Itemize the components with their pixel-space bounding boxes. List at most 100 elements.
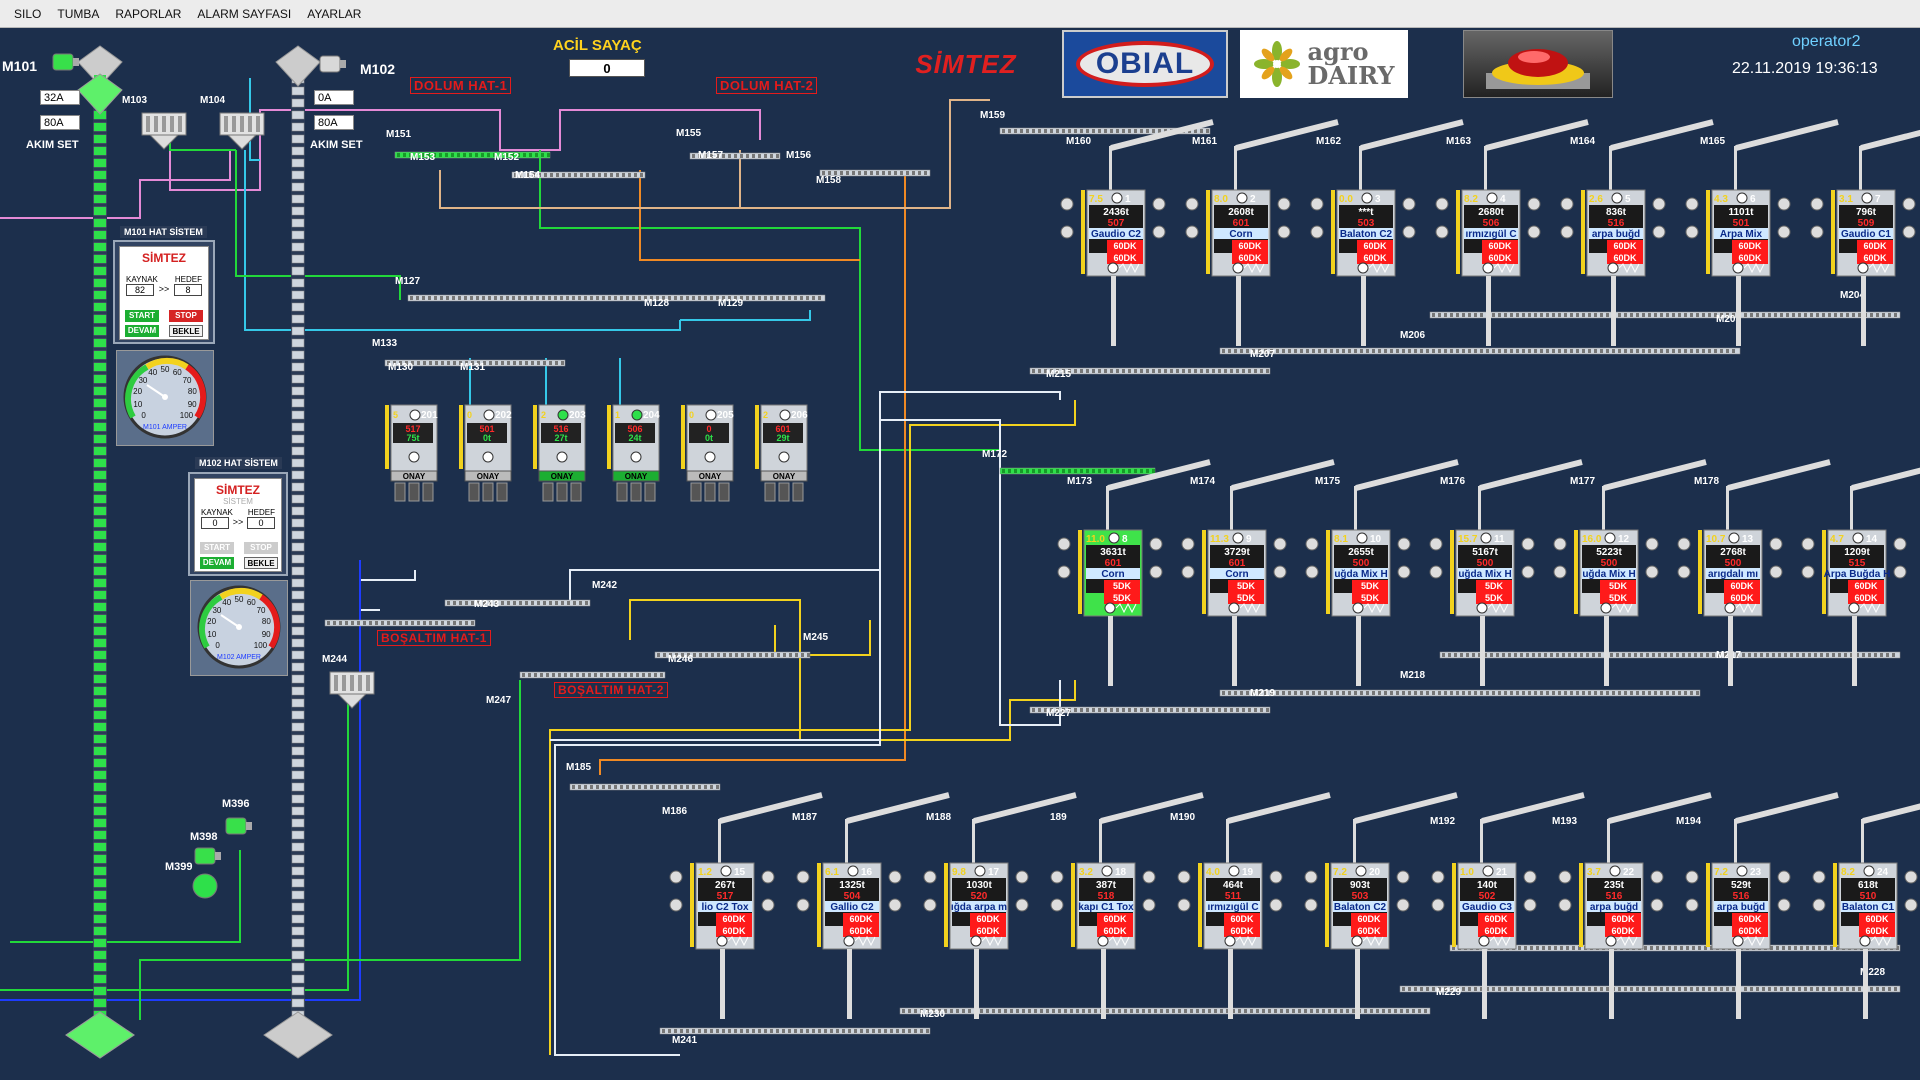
m103-filter-icon — [141, 112, 187, 150]
menu-ayarlar[interactable]: AYARLAR — [307, 6, 362, 21]
m101-kaynak-input[interactable]: 82 — [126, 284, 154, 296]
conveyor-m228-cleat — [1518, 946, 1521, 950]
m102-start-button[interactable]: START — [200, 542, 234, 554]
conveyor-m204-cleat — [1432, 313, 1435, 317]
conveyor-m204-cleat — [1756, 313, 1759, 317]
conveyor-m206-cleat — [1282, 349, 1285, 353]
m101-start-button[interactable]: START — [125, 310, 159, 322]
m399-pump-icon[interactable] — [192, 873, 218, 899]
conveyor-m159-cleat — [1050, 129, 1053, 133]
conveyor-m245-cleat — [657, 653, 660, 657]
m102-set-input[interactable]: 80A — [314, 115, 354, 130]
m102-devam-button[interactable]: DEVAM — [200, 557, 234, 569]
conveyor-m133-cleat — [513, 361, 516, 365]
menu-alarm-sayfasi[interactable]: ALARM SAYFASI — [197, 6, 292, 21]
silo-outlet-pipe — [1228, 949, 1233, 1019]
gauge-red-arc — [185, 364, 207, 419]
conveyor-m227-cleat — [1116, 708, 1119, 712]
m102-bekle-button[interactable]: BEKLE — [244, 557, 278, 569]
conveyor-m241-cleat — [806, 1029, 809, 1033]
conveyor-m159-cleat — [1146, 129, 1149, 133]
conveyor-m152-cleat — [586, 173, 589, 177]
menu-raporlar[interactable]: RAPORLAR — [115, 6, 182, 21]
conveyor-m243-cleat — [381, 621, 384, 625]
silo-timer-1: 60DK — [1238, 241, 1262, 251]
conveyor-m159-cleat — [1164, 129, 1167, 133]
silo-fill-percent: 1.2 — [698, 867, 712, 878]
conveyor-m229-cleat — [1660, 987, 1663, 991]
m101-stop-button[interactable]: STOP — [169, 310, 203, 322]
silo-timer-2: 60DK — [1730, 593, 1754, 603]
silo-onay-button[interactable] — [538, 470, 586, 482]
m102-kaynak-input[interactable]: 0 — [201, 517, 229, 529]
menu-tumba[interactable]: TUMBA — [57, 6, 100, 21]
silo-vibrator-icon — [981, 935, 1003, 947]
m102-hedef-input[interactable]: 0 — [246, 517, 275, 529]
conveyor-m229-cleat — [1552, 987, 1555, 991]
silo-timer-bg — [1848, 580, 1884, 592]
emergency-stop-button[interactable] — [1463, 30, 1613, 98]
m101-bekle-button[interactable]: BEKLE — [169, 325, 203, 337]
m101-kaynak-label: KAYNAK — [126, 275, 158, 284]
conveyor-m215-cleat — [1044, 369, 1047, 373]
conveyor-m206-cleat — [1516, 349, 1519, 353]
silo-onay-button[interactable] — [390, 470, 438, 482]
conveyor-m227-cleat — [1092, 708, 1095, 712]
conveyor-m204-cleat — [1588, 313, 1591, 317]
silo-product-name: Gaudio C2 — [1091, 229, 1141, 240]
silo-onay-button[interactable] — [760, 470, 808, 482]
m102-motor-icon[interactable] — [319, 55, 346, 73]
m103-filter-icon-fin — [154, 116, 158, 132]
conveyor-m127-cleat — [698, 296, 701, 300]
silo-onay-button[interactable] — [464, 470, 512, 482]
m101-motor-icon[interactable] — [52, 53, 79, 71]
m398-motor-icon[interactable] — [194, 847, 221, 865]
conveyor-m241-cleat — [728, 1029, 731, 1033]
m101-devam-button[interactable]: DEVAM — [125, 325, 159, 337]
conveyor-m230-cleat — [1208, 1009, 1211, 1013]
conveyor-m127-cleat — [536, 296, 539, 300]
m102-stop-button[interactable]: STOP — [244, 542, 278, 554]
m396-motor-icon[interactable] — [225, 817, 252, 835]
silo-onay-button[interactable] — [612, 470, 660, 482]
conveyor-m206-cleat — [1546, 349, 1549, 353]
silo-timer-bg-2 — [1476, 592, 1512, 604]
silo-valve-icon — [1859, 935, 1871, 947]
menu-silo[interactable]: SILO — [14, 6, 42, 21]
conveyor-m159-cleat — [1068, 129, 1071, 133]
silo-onay-button[interactable] — [686, 470, 734, 482]
m101-hedef-input[interactable]: 8 — [173, 284, 202, 296]
m101-set-input[interactable]: 80A — [40, 115, 80, 130]
